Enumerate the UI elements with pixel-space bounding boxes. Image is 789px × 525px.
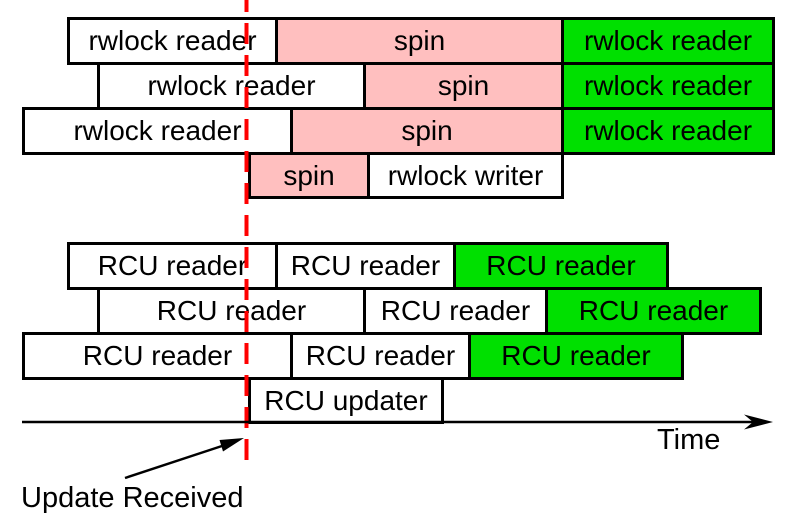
spin-box: spin: [363, 62, 564, 110]
rcu-reader-box: RCU reader: [67, 242, 278, 290]
spin-box: spin: [248, 152, 370, 199]
rwlock-row-2: rwlock reader spin rwlock reader: [97, 62, 775, 110]
rcu-reader-after-update-box: RCU reader: [545, 287, 762, 335]
box-label: spin: [393, 25, 446, 56]
rwlock-reader-after-update-box: rwlock reader: [561, 107, 775, 155]
update-received-label: Update Received: [21, 482, 244, 514]
rwlock-row-4-writer: spin rwlock writer: [248, 152, 564, 199]
box-label: rwlock reader: [147, 70, 316, 101]
box-label: rwlock reader: [73, 115, 242, 146]
box-label: RCU reader: [578, 295, 729, 326]
rcu-row-1: RCU reader RCU reader RCU reader: [67, 242, 669, 290]
time-axis-arrowhead-icon: [744, 414, 773, 430]
box-label: RCU reader: [97, 250, 248, 281]
rcu-reader-box: RCU reader: [290, 332, 471, 380]
box-label: RCU reader: [290, 250, 441, 281]
rwlock-row-1: rwlock reader spin rwlock reader: [67, 17, 775, 65]
box-label: spin: [437, 70, 490, 101]
rcu-reader-box: RCU reader: [97, 287, 366, 335]
box-label: RCU reader: [82, 340, 233, 371]
spin-box: spin: [290, 107, 564, 155]
box-label: RCU reader: [380, 295, 531, 326]
rwlock-reader-box: rwlock reader: [67, 17, 278, 65]
rcu-reader-box: RCU reader: [22, 332, 293, 380]
box-label: RCU reader: [501, 340, 651, 371]
rwlock-reader-box: rwlock reader: [22, 107, 293, 155]
rcu-updater-box: RCU updater: [248, 377, 444, 424]
box-label: RCU reader: [486, 250, 636, 281]
rcu-row-3: RCU reader RCU reader RCU reader: [22, 332, 684, 380]
rwlock-reader-after-update-box: rwlock reader: [561, 17, 775, 65]
rcu-reader-box: RCU reader: [275, 242, 456, 290]
box-label: RCU reader: [156, 295, 307, 326]
box-label: rwlock reader: [583, 70, 753, 101]
rcu-reader-after-update-box: RCU reader: [468, 332, 684, 380]
box-label: rwlock reader: [88, 25, 257, 56]
spin-box: spin: [275, 17, 564, 65]
update-received-arrow-line: [124, 442, 229, 480]
box-label: RCU reader: [305, 340, 456, 371]
rwlock-writer-box: rwlock writer: [367, 152, 564, 199]
rwlock-reader-box: rwlock reader: [97, 62, 366, 110]
box-label: rwlock writer: [387, 159, 544, 191]
rwlock-row-3: rwlock reader spin rwlock reader: [22, 107, 775, 155]
box-label: rwlock reader: [583, 115, 753, 146]
rcu-row-4-updater: RCU updater: [248, 377, 444, 424]
box-label: RCU updater: [264, 384, 428, 416]
rwlock-reader-after-update-box: rwlock reader: [561, 62, 775, 110]
rcu-row-2: RCU reader RCU reader RCU reader: [97, 287, 762, 335]
box-label: spin: [283, 159, 335, 191]
box-label: spin: [401, 115, 453, 146]
time-axis-label: Time: [657, 424, 721, 456]
rcu-reader-box: RCU reader: [363, 287, 548, 335]
box-label: rwlock reader: [583, 25, 753, 56]
update-received-arrowhead-icon: [219, 438, 244, 452]
rcu-reader-after-update-box: RCU reader: [453, 242, 669, 290]
